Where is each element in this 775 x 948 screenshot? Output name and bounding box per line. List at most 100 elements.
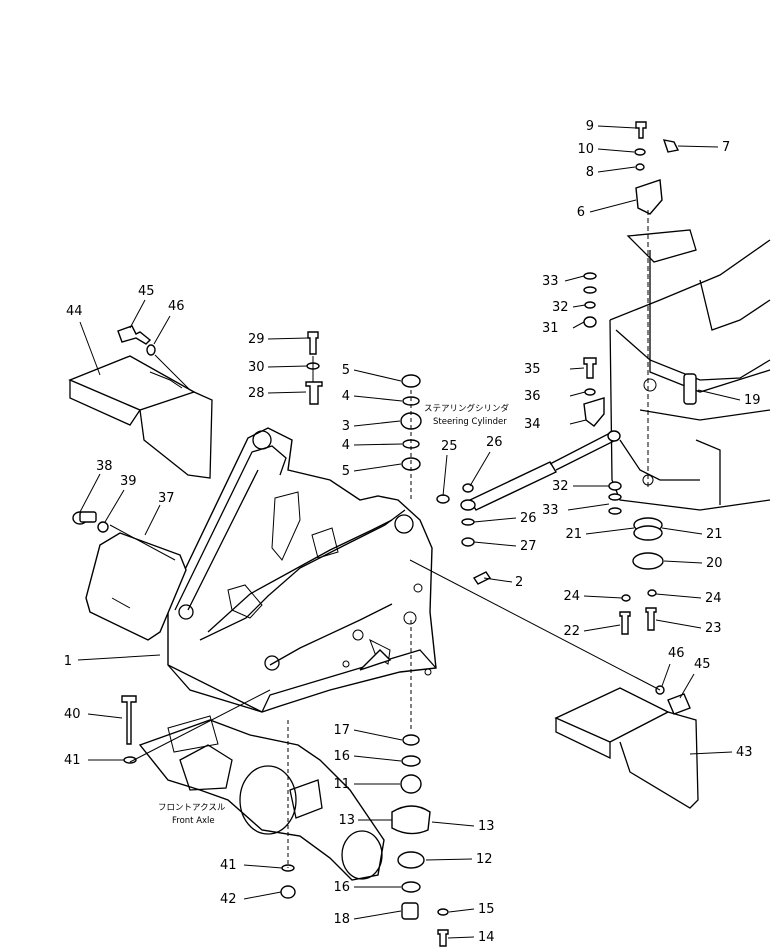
callout-number-6: 6 (577, 205, 585, 220)
callout-number-21: 21 (706, 527, 723, 542)
callout-leader-6 (589, 199, 637, 213)
callout-number-9: 9 (586, 119, 594, 134)
callout-number-32: 32 (552, 479, 569, 494)
callout-leader-35 (569, 367, 585, 370)
callout-leader-19 (697, 389, 741, 401)
callout-leader-12 (425, 858, 473, 861)
callout-number-37: 37 (158, 491, 175, 506)
callout-number-36: 36 (524, 389, 541, 404)
callout-leader-29 (267, 337, 309, 340)
callout-number-17: 17 (333, 723, 350, 738)
callout-number-12: 12 (476, 852, 493, 867)
callout-leader-8 (597, 166, 636, 173)
callout-leader-39 (104, 489, 125, 523)
callout-leader-23 (655, 619, 702, 629)
callout-number-23: 23 (705, 621, 722, 636)
callout-number-34: 34 (524, 417, 541, 432)
callout-leader-16 (353, 755, 402, 762)
callout-leader-42 (243, 891, 282, 900)
callout-number-40: 40 (64, 707, 81, 722)
callout-number-7: 7 (722, 140, 730, 155)
callout-number-44: 44 (66, 304, 83, 319)
callout-leader-46 (661, 663, 671, 687)
callout-leader-24 (655, 593, 702, 599)
callout-leader-21 (585, 527, 635, 535)
callout-leader-15 (448, 908, 475, 913)
callout-leader-13 (431, 821, 475, 827)
callout-number-45: 45 (138, 284, 155, 299)
callout-leader-10 (597, 148, 635, 153)
callout-leader-5 (353, 463, 402, 472)
callout-leader-27 (473, 541, 517, 547)
callout-leader-33 (564, 275, 585, 282)
callout-number-41: 41 (64, 753, 81, 768)
callout-leader-26 (473, 517, 517, 523)
callout-number-33: 33 (542, 274, 559, 289)
callout-number-11: 11 (333, 777, 350, 792)
callout-leader-4 (353, 395, 403, 402)
callout-number-22: 22 (563, 624, 580, 639)
callout-leader-28 (267, 391, 307, 394)
callout-number-16: 16 (333, 749, 350, 764)
callout-number-5: 5 (342, 363, 350, 378)
callout-number-4: 4 (342, 438, 350, 453)
callout-number-14: 14 (478, 930, 495, 945)
front-axle-label-en: Front Axle (172, 816, 215, 826)
callout-number-8: 8 (586, 165, 594, 180)
callout-number-5: 5 (342, 464, 350, 479)
callout-number-46: 46 (668, 646, 685, 661)
callout-leader-2 (483, 577, 513, 583)
callout-leader-14 (447, 936, 475, 939)
callout-number-42: 42 (220, 892, 237, 907)
callout-number-31: 31 (542, 321, 559, 336)
callout-leader-7 (677, 145, 719, 148)
steering-cylinder (460, 430, 621, 511)
callout-number-45: 45 (694, 657, 711, 672)
callout-number-1: 1 (64, 654, 72, 669)
rear-frame (609, 229, 771, 511)
callout-leader-20 (663, 560, 703, 564)
plate-37 (85, 532, 187, 641)
callout-number-33: 33 (542, 503, 559, 518)
callout-leader-17 (353, 729, 403, 741)
callout-leader-38 (79, 473, 101, 513)
callout-leader-3 (353, 420, 401, 427)
callout-number-10: 10 (577, 142, 594, 157)
callout-number-27: 27 (520, 539, 537, 554)
callout-leader-32 (572, 304, 586, 308)
callout-leader-22 (583, 624, 621, 632)
callout-leader-1 (77, 654, 161, 661)
callout-leader-31 (572, 321, 585, 329)
callout-number-4: 4 (342, 389, 350, 404)
callout-leader-4 (353, 443, 403, 446)
callout-number-25: 25 (441, 439, 458, 454)
callout-leader-25 (442, 454, 448, 497)
callout-leader-41 (243, 864, 283, 869)
callout-number-43: 43 (736, 745, 753, 760)
callout-number-16: 16 (333, 880, 350, 895)
callout-number-38: 38 (96, 459, 113, 474)
front-axle-label-jp: フロントアクスル (158, 803, 226, 813)
callout-number-13: 13 (338, 813, 355, 828)
callout-number-20: 20 (706, 556, 723, 571)
steering-cylinder-label-jp: ステアリングシリンダ (424, 403, 510, 414)
callout-number-21: 21 (565, 527, 582, 542)
right-hardware (583, 121, 697, 635)
callout-leader-45 (679, 673, 695, 699)
callout-leader-45 (129, 299, 146, 329)
callout-number-3: 3 (342, 419, 350, 434)
callout-number-35: 35 (524, 362, 541, 377)
callout-number-2: 2 (515, 575, 523, 590)
guard-43 (554, 687, 699, 809)
callout-leader-26 (469, 451, 491, 487)
callout-leader-18 (353, 910, 402, 920)
callout-number-18: 18 (333, 912, 350, 927)
callout-leader-24 (583, 595, 623, 599)
callout-number-46: 46 (168, 299, 185, 314)
callout-leader-36 (569, 391, 586, 397)
callout-number-24: 24 (563, 589, 580, 604)
callout-number-26: 26 (520, 511, 537, 526)
